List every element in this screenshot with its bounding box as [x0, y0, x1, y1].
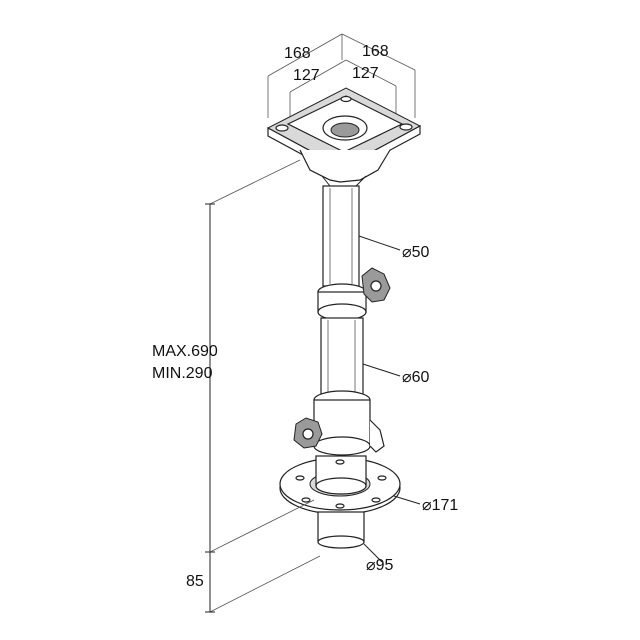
dim-top-left-inner: 127 — [293, 67, 320, 84]
dim-top-left-outer: 168 — [284, 45, 311, 62]
upper-tube — [322, 185, 360, 287]
dim-height-max: MAX.690 — [152, 343, 218, 360]
top-dimension-lines — [267, 33, 416, 118]
dim-top-right-inner: 127 — [352, 65, 379, 82]
dim-flange-diameter: ⌀171 — [422, 497, 458, 514]
top-mounting-plate — [266, 87, 422, 187]
dim-spigot-diameter: ⌀95 — [366, 557, 394, 574]
dim-middle-tube-diameter: ⌀60 — [402, 369, 430, 386]
dim-bottom-offset: 85 — [186, 573, 204, 590]
leader-lines — [358, 235, 421, 563]
dim-top-right-outer: 168 — [362, 43, 389, 60]
lower-clamp-collar — [293, 390, 385, 456]
height-dimension-lines — [205, 159, 321, 613]
bottom-spigot — [317, 511, 365, 549]
middle-tube — [320, 317, 364, 397]
floor-flange — [279, 455, 401, 515]
upper-clamp-collar — [317, 267, 391, 321]
dim-upper-tube-diameter: ⌀50 — [402, 244, 430, 261]
dim-height-min: MIN.290 — [152, 365, 213, 382]
